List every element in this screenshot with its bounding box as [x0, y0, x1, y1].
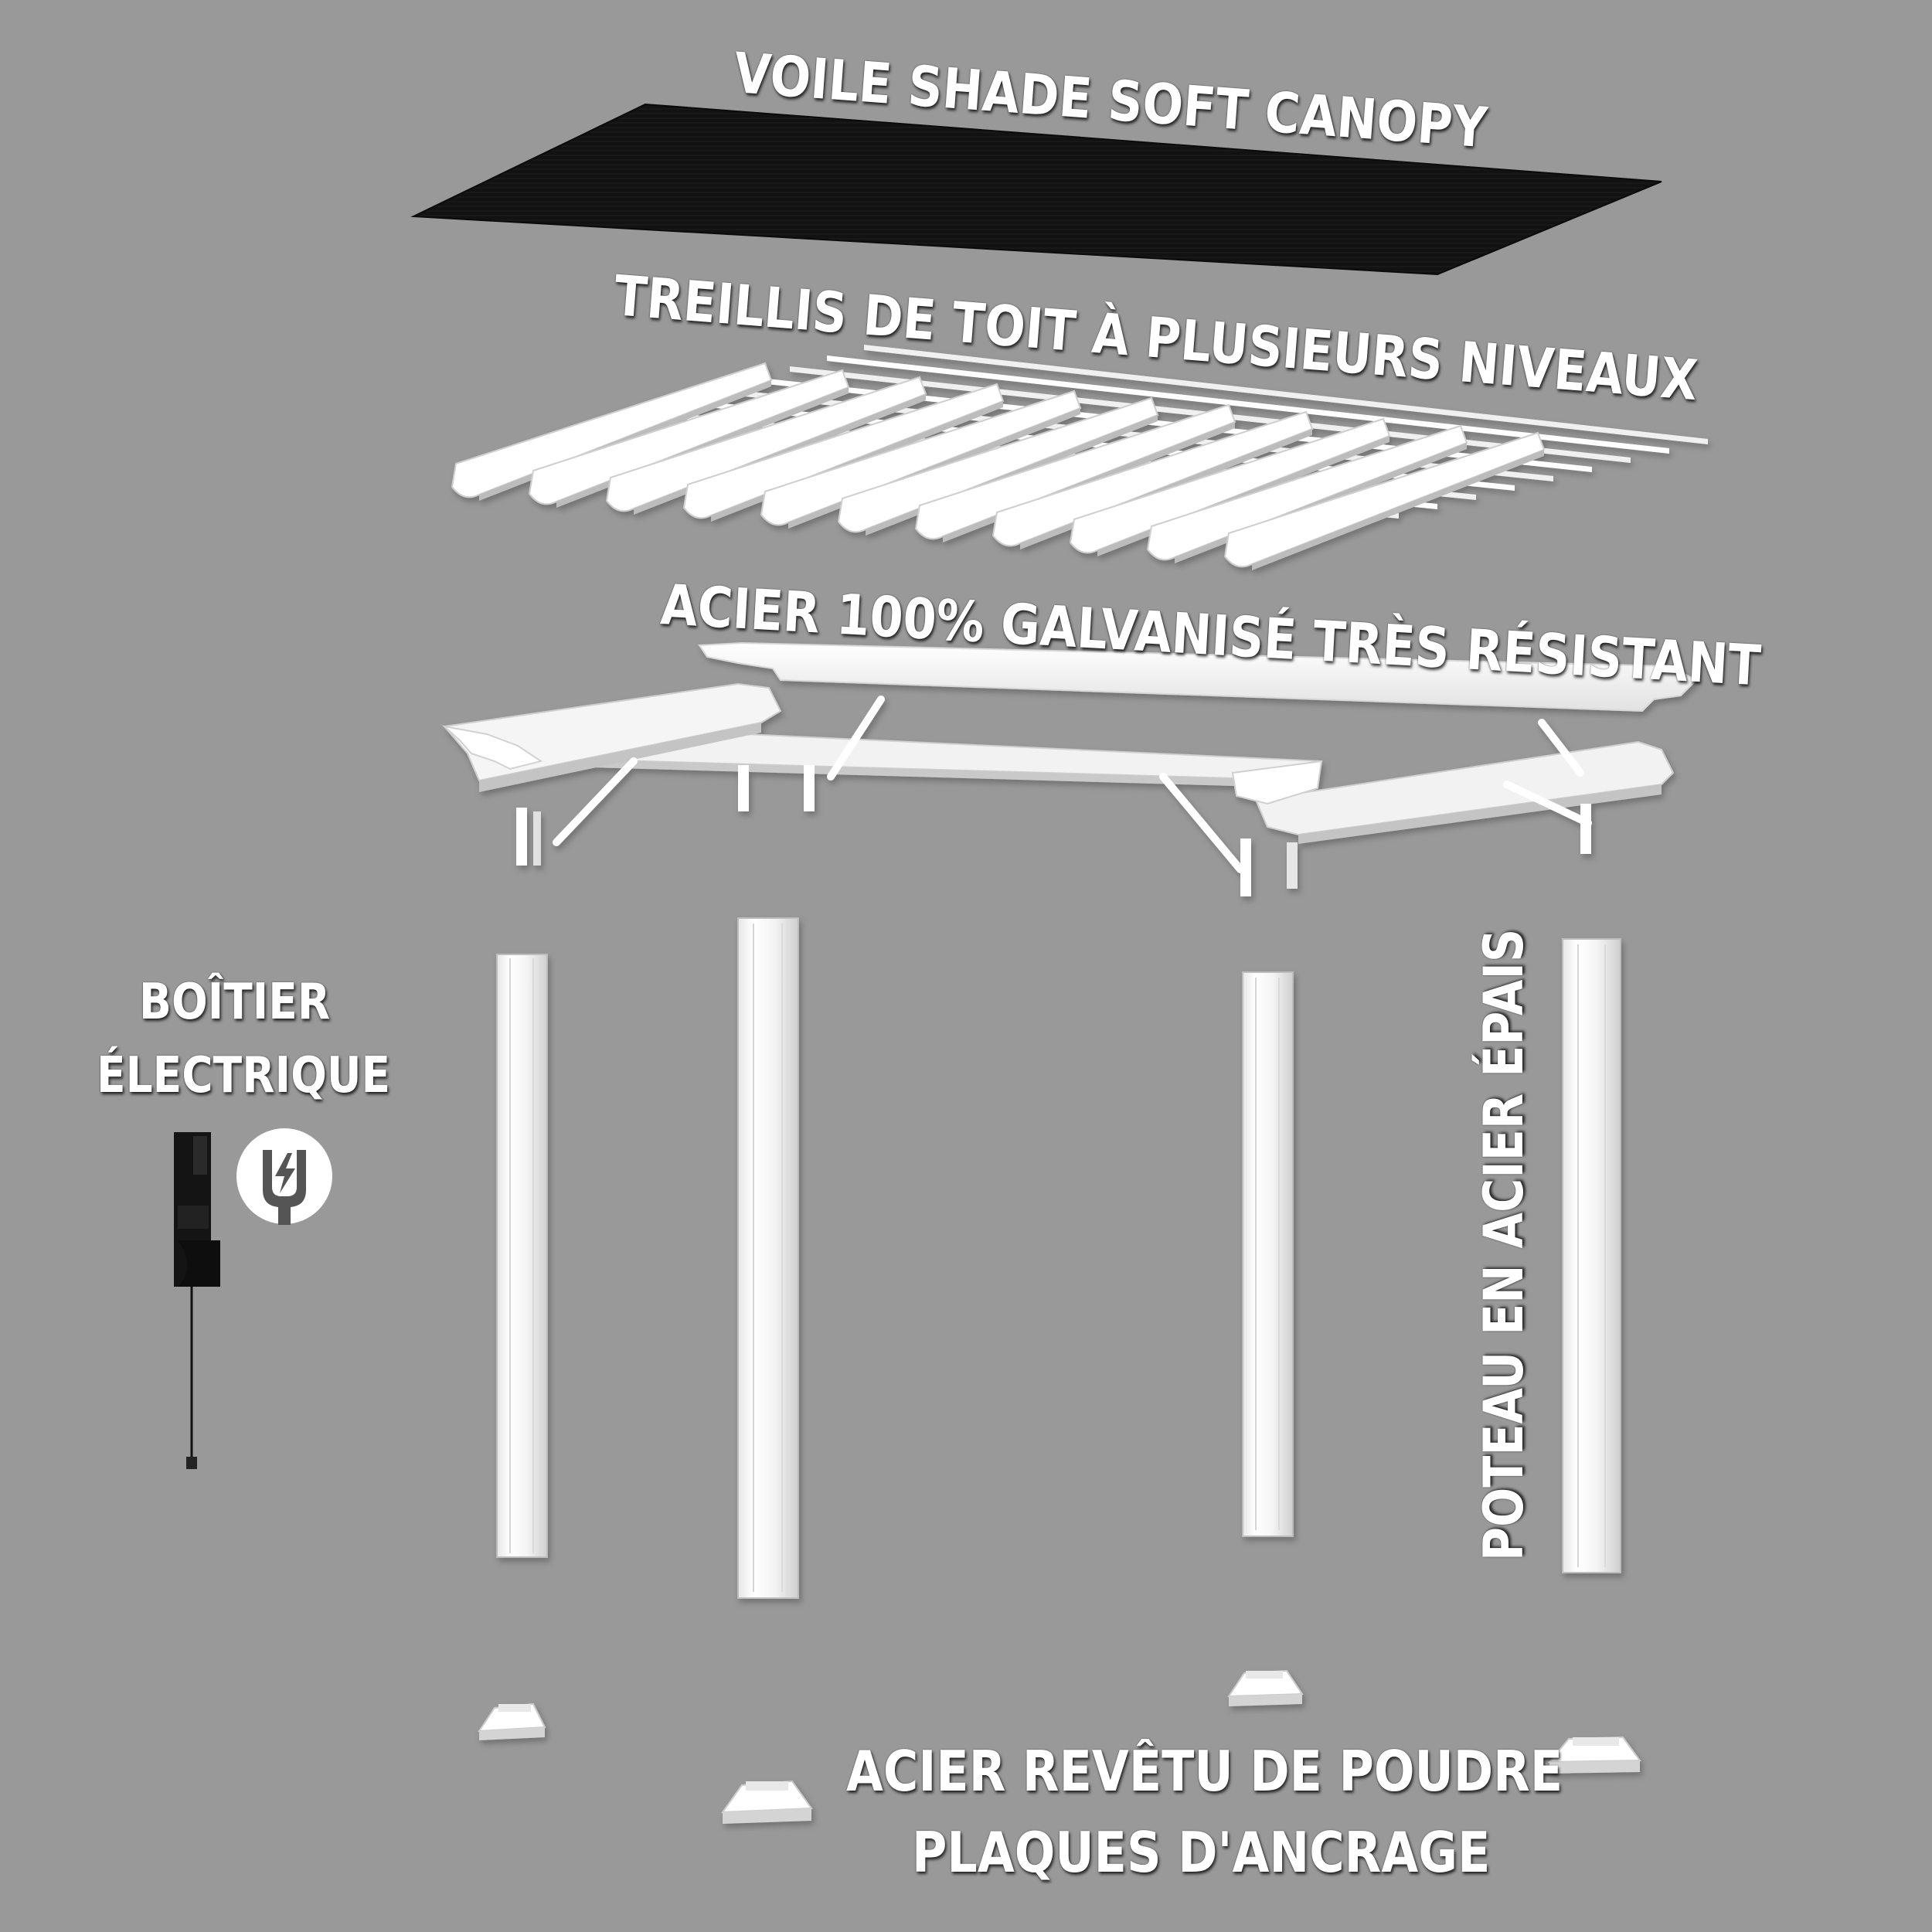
trellis-rafter — [760, 389, 1082, 526]
trellis-rafter — [1069, 417, 1391, 554]
canopy-shade-sail — [410, 103, 1662, 276]
anchor-plate-2 — [720, 1780, 813, 1824]
trellis-rafter — [528, 369, 850, 505]
roof-trellis — [451, 345, 1708, 570]
anchor-plates — [478, 1669, 1641, 1824]
trellis-rafter — [451, 362, 773, 498]
trellis-rafter — [837, 396, 1159, 533]
post-4 — [1562, 938, 1621, 1573]
electrical-box — [174, 1132, 220, 1469]
post-1 — [496, 954, 548, 1558]
electrical-box-label-line2: ÉLECTRIQUE — [97, 1047, 391, 1104]
trellis-rafter — [682, 383, 1005, 519]
trellis-rafter — [1146, 424, 1468, 561]
trellis-rafter — [605, 376, 927, 512]
post-3 — [1242, 971, 1294, 1537]
galvanized-steel-frame — [441, 641, 1698, 896]
electric-plug-icon — [236, 1128, 332, 1225]
anchor-plate-1 — [478, 1702, 546, 1740]
anchor-plate-label-line1: ACIER REVÊTU DE POUDRE — [846, 1739, 1563, 1804]
anchor-plate-label-line2: PLAQUES D'ANCRAGE — [912, 1820, 1491, 1885]
post-2 — [737, 917, 799, 1599]
trellis-rafter — [992, 410, 1314, 547]
trellis-rafter — [914, 403, 1236, 540]
post-label: POTEAU EN ACIER ÉPAIS — [1472, 928, 1536, 1561]
electrical-box-label-line1: BOÎTIER — [139, 974, 331, 1031]
steel-posts — [496, 917, 1621, 1599]
trellis-rafter — [1223, 431, 1546, 568]
trellis-slat — [864, 345, 1708, 444]
trellis-rafter-side — [1252, 450, 1544, 570]
anchor-plate-3 — [1227, 1669, 1304, 1706]
anchor-plate-4 — [1547, 1736, 1641, 1774]
